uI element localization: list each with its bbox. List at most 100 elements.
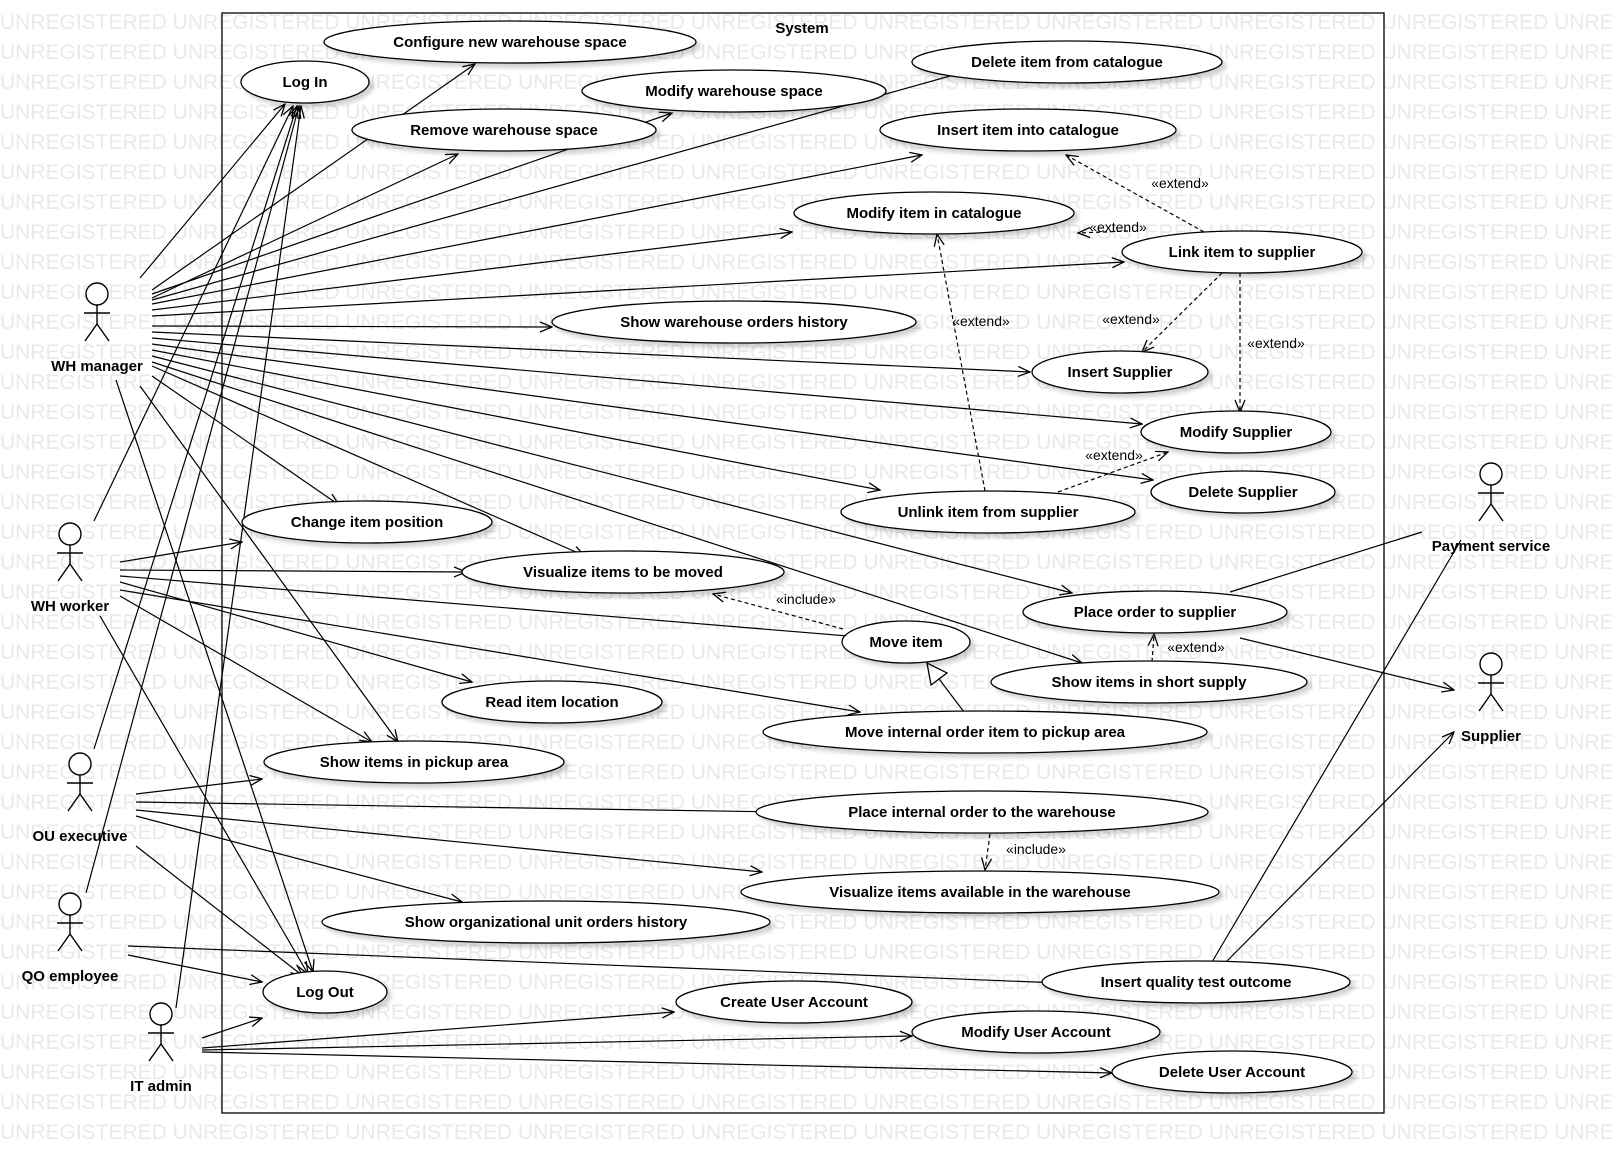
actor-qoe[interactable]: QO employee (22, 892, 119, 985)
association-line (1211, 539, 1462, 963)
watermark-text: UNREGISTERED UNREGISTERED UNREGISTERED U… (0, 1031, 1611, 1054)
association-line (201, 1018, 262, 1039)
watermark-text: UNREGISTERED UNREGISTERED UNREGISTERED U… (0, 821, 1611, 844)
association-line (119, 595, 372, 742)
use-case-cfg[interactable]: Configure new warehouse space (323, 20, 697, 64)
use-case-dua[interactable]: Delete User Account (1111, 1050, 1353, 1094)
actor-ita[interactable]: IT admin (130, 1002, 192, 1095)
use-case-ellipse (990, 660, 1308, 704)
association-line (135, 815, 462, 902)
use-case-short[interactable]: Show items in short supply (990, 660, 1308, 704)
dependency-line (937, 234, 986, 492)
actor-oue[interactable]: OU executive (32, 752, 128, 845)
use-case-label: Show organizational unit orders history (405, 914, 688, 931)
use-case-ellipse (551, 300, 917, 344)
use-case-label: Delete item from catalogue (971, 54, 1163, 71)
association-line (119, 589, 860, 712)
use-case-plint[interactable]: Place internal order to the warehouse (755, 790, 1209, 834)
actor-label: Supplier (1461, 728, 1521, 745)
use-case-chpos[interactable]: Change item position (241, 500, 493, 544)
use-case-inssup[interactable]: Insert Supplier (1031, 350, 1209, 394)
use-case-mvint[interactable]: Move internal order item to pickup area (762, 710, 1208, 754)
use-case-label: Remove warehouse space (410, 122, 598, 139)
watermark-text: UNREGISTERED UNREGISTERED UNREGISTERED U… (0, 671, 1611, 694)
use-case-delsup[interactable]: Delete Supplier (1150, 470, 1336, 514)
use-case-vismov[interactable]: Visualize items to be moved (461, 550, 785, 594)
watermark-text: UNREGISTERED UNREGISTERED UNREGISTERED U… (0, 551, 1611, 574)
actor-whm[interactable]: WH manager (51, 282, 143, 375)
use-case-hist[interactable]: Show warehouse orders history (551, 300, 917, 344)
use-case-ellipse (581, 69, 887, 113)
use-case-label: Visualize items available in the warehou… (829, 884, 1131, 901)
use-case-login[interactable]: Log In (240, 60, 370, 104)
use-case-move[interactable]: Move item (841, 620, 971, 664)
extend-label: «extend» (1151, 175, 1209, 191)
use-case-ellipse (323, 20, 697, 64)
use-case-modcat[interactable]: Modify item in catalogue (793, 191, 1075, 235)
dependency-line (1078, 231, 1129, 233)
system-boundary (221, 12, 1385, 1114)
use-case-ellipse (879, 108, 1177, 152)
association-line (151, 262, 1124, 317)
use-case-cua[interactable]: Create User Account (675, 980, 913, 1024)
dependency-line (1152, 634, 1154, 663)
association-line (127, 954, 262, 982)
watermark-text: UNREGISTERED UNREGISTERED UNREGISTERED U… (0, 641, 1611, 664)
use-case-ouhist[interactable]: Show organizational unit orders history (321, 900, 771, 944)
use-case-label: Configure new warehouse space (393, 34, 626, 51)
association-line (1225, 732, 1454, 963)
use-case-label: Modify item in catalogue (846, 205, 1021, 222)
watermark-text: UNREGISTERED UNREGISTERED UNREGISTERED U… (0, 491, 1611, 514)
stick-figure-icon (1478, 462, 1504, 522)
use-case-ellipse (911, 40, 1223, 84)
use-case-label: Move internal order item to pickup area (845, 724, 1126, 741)
use-case-modsup[interactable]: Modify Supplier (1140, 410, 1332, 454)
watermark: UNREGISTERED UNREGISTERED UNREGISTERED U… (0, 11, 1611, 1144)
actor-whw[interactable]: WH worker (31, 522, 110, 615)
dependency-line (1066, 155, 1205, 233)
watermark-text: UNREGISTERED UNREGISTERED UNREGISTERED U… (0, 701, 1611, 724)
actor-pay[interactable]: Payment service (1432, 462, 1550, 555)
use-case-label: Create User Account (720, 994, 868, 1011)
use-case-ellipse (841, 620, 971, 664)
stick-figure-icon (57, 892, 83, 952)
use-case-unlink[interactable]: Unlink item from supplier (840, 490, 1136, 534)
use-case-mua[interactable]: Modify User Account (911, 1010, 1161, 1054)
stick-figure-icon (148, 1002, 174, 1062)
extend-label: «extend» (1085, 447, 1143, 463)
use-case-ellipse (740, 870, 1220, 914)
use-case-porder[interactable]: Place order to supplier (1022, 590, 1288, 634)
use-case-remws[interactable]: Remove warehouse space (351, 108, 657, 152)
use-case-label: Modify User Account (961, 1024, 1110, 1041)
use-case-ellipse (840, 490, 1136, 534)
actor-sup[interactable]: Supplier (1461, 652, 1521, 745)
association-line (119, 542, 242, 563)
use-case-label: Place internal order to the warehouse (848, 804, 1116, 821)
relationship-labels: «extend»«extend»«extend»«extend»«extend»… (776, 175, 1305, 857)
use-case-qtest[interactable]: Insert quality test outcome (1041, 960, 1351, 1004)
stick-figure-icon (84, 282, 110, 342)
use-case-link[interactable]: Link item to supplier (1121, 230, 1363, 274)
stick-figure-icon (1478, 652, 1504, 712)
actor-label: IT admin (130, 1078, 192, 1095)
use-case-ellipse (263, 740, 565, 784)
use-case-delcat[interactable]: Delete item from catalogue (911, 40, 1223, 84)
use-case-label: Place order to supplier (1074, 604, 1237, 621)
use-case-ellipse (1140, 410, 1332, 454)
use-case-label: Show warehouse orders history (620, 314, 848, 331)
use-case-logout[interactable]: Log Out (262, 970, 388, 1014)
actor-label: WH worker (31, 598, 110, 615)
use-case-label: Insert quality test outcome (1101, 974, 1292, 991)
use-case-label: Read item location (485, 694, 618, 711)
use-case-modws[interactable]: Modify warehouse space (581, 69, 887, 113)
extend-label: «extend» (1089, 219, 1147, 235)
association-line (139, 385, 398, 742)
use-case-readloc[interactable]: Read item location (441, 680, 663, 724)
use-case-pickup[interactable]: Show items in pickup area (263, 740, 565, 784)
use-case-visav[interactable]: Visualize items available in the warehou… (740, 870, 1220, 914)
use-case-inscat[interactable]: Insert item into catalogue (879, 108, 1177, 152)
association-line (151, 355, 1072, 593)
watermark-text: UNREGISTERED UNREGISTERED UNREGISTERED U… (0, 281, 1611, 304)
association-line (1239, 637, 1454, 690)
